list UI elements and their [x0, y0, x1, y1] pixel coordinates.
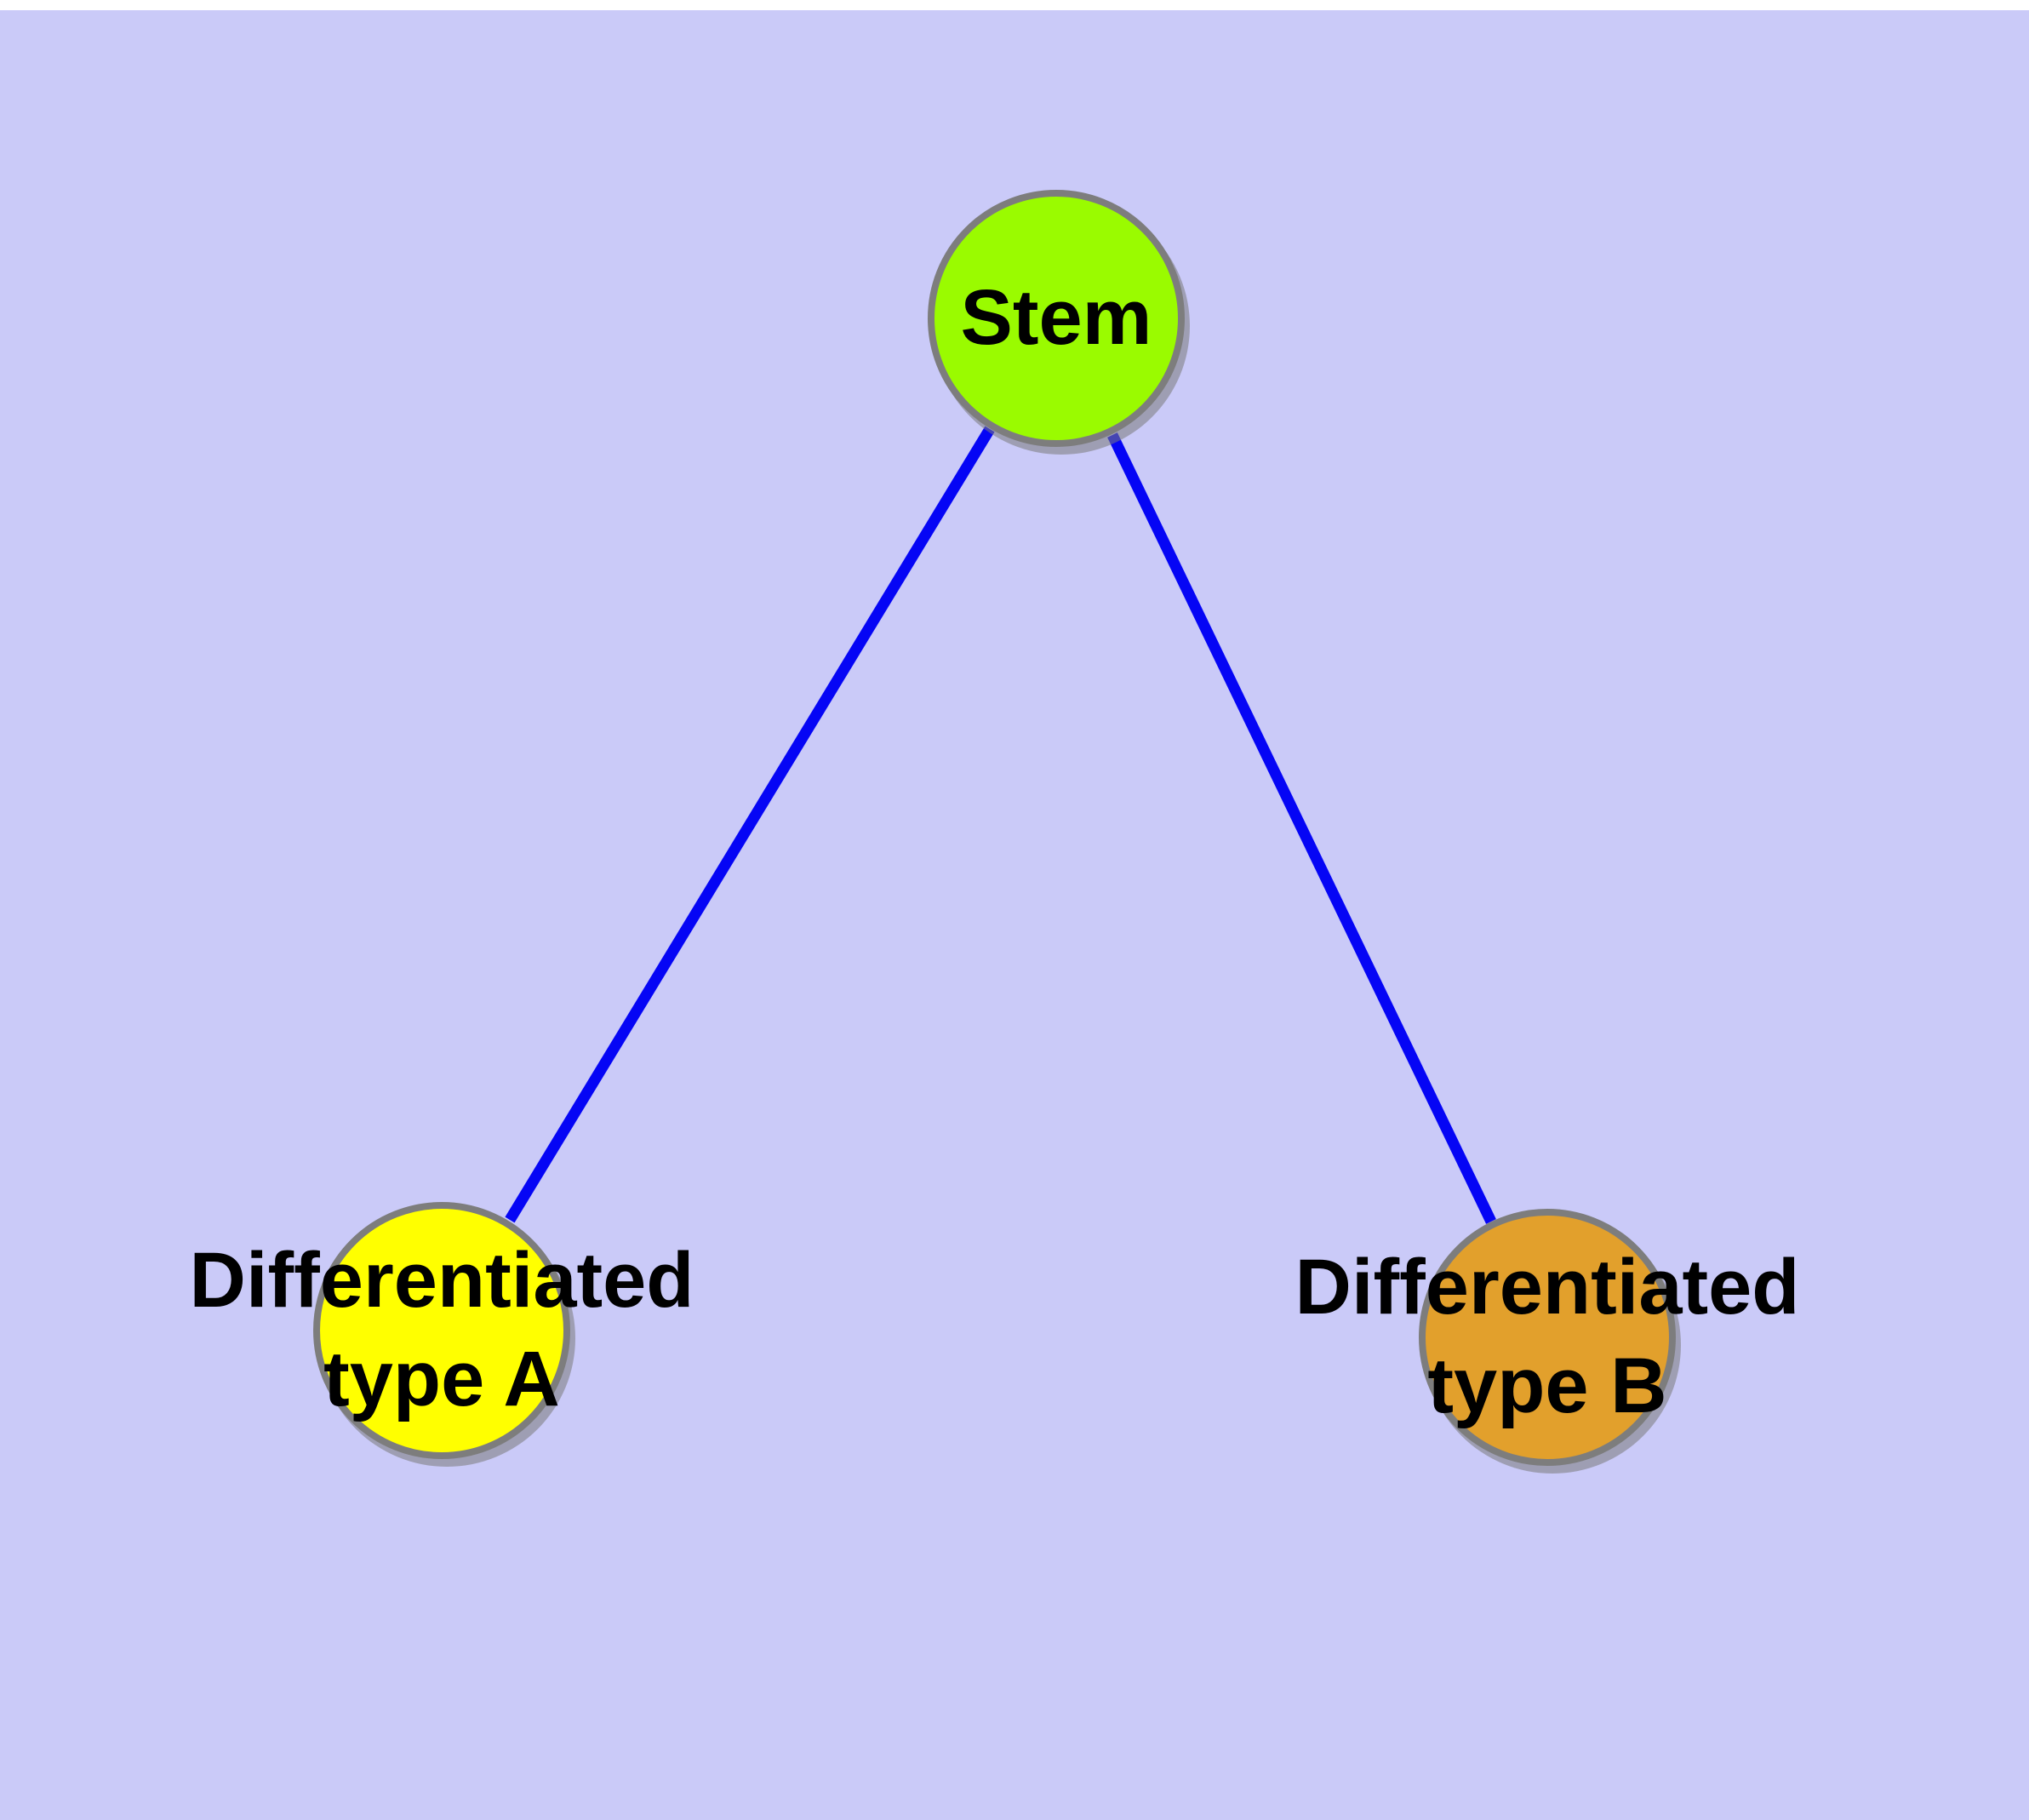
node-differentiated-type-a: Differentiated type A — [190, 1202, 694, 1459]
edge-stem-to-typeB — [1107, 432, 1496, 1224]
node-stem: Stem — [928, 190, 1185, 447]
top-margin-strip — [0, 0, 2029, 10]
node-stem-label: Stem — [960, 274, 1152, 362]
node-differentiated-type-a-label: Differentiated type A — [189, 1237, 694, 1422]
node-differentiated-type-b-label: Differentiated type B — [1295, 1244, 1800, 1429]
node-differentiated-type-b: Differentiated type B — [1295, 1209, 1799, 1466]
edge-stem-to-typeA — [505, 426, 995, 1223]
